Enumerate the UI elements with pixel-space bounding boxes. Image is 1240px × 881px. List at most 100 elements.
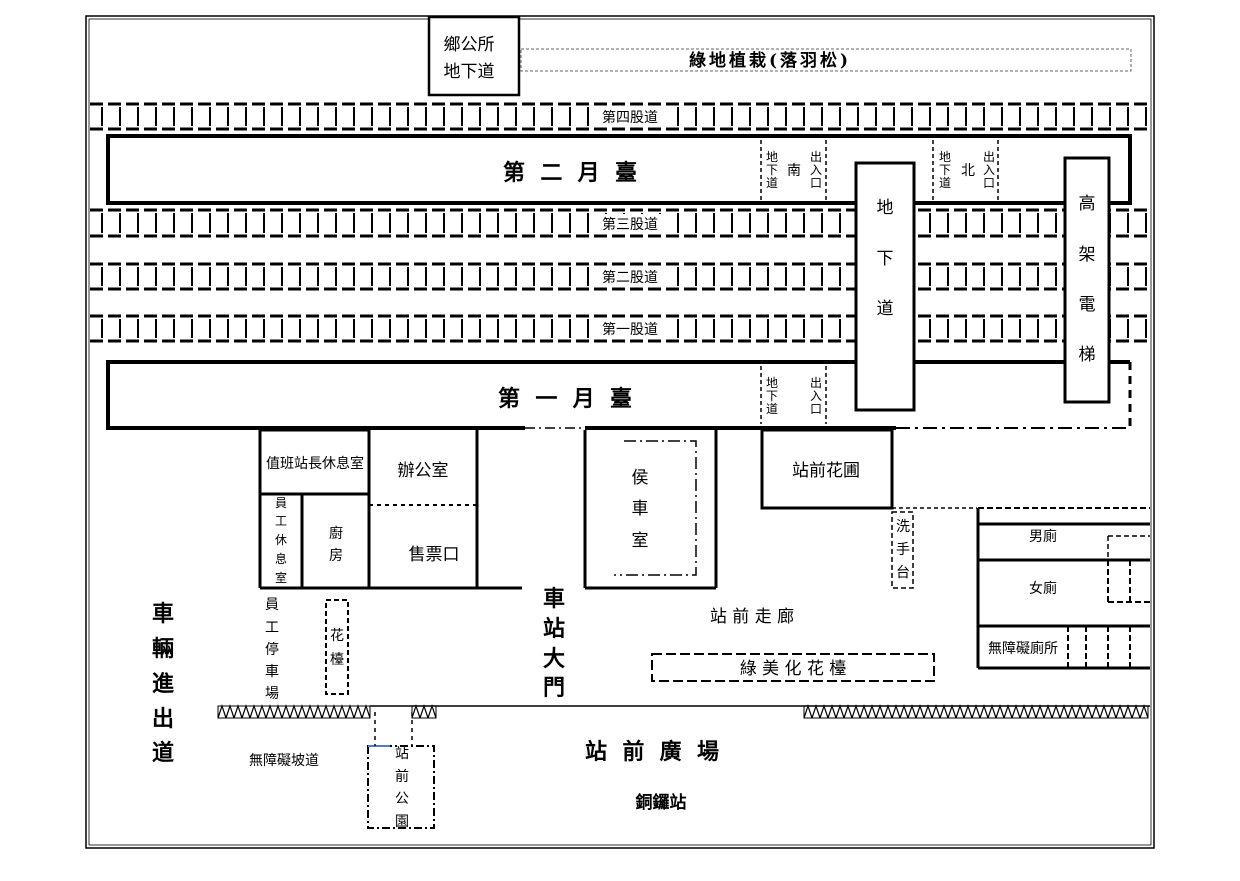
staff-parking-5: 場 [265, 686, 279, 702]
platform-1-label: 第 一 月 臺 [498, 386, 632, 412]
accessible-toilet-label: 無障礙廁所 [988, 640, 1058, 657]
flower-bed [325, 599, 349, 695]
township-underpass-label-2: 地下道 [444, 62, 495, 82]
curb-left-hatch [329, 704, 339, 719]
curb-left-hatch [241, 704, 251, 719]
wash-basin [891, 511, 914, 589]
green-bed [651, 653, 935, 682]
curb-left-hatch [345, 704, 355, 719]
front-corridor-label: 站 前 走 廊 [710, 607, 794, 627]
p1-underpass-3: 道 [766, 402, 778, 416]
track2-label-bg [590, 267, 670, 287]
curb-left-hatch [305, 704, 315, 719]
front-garden [760, 428, 894, 510]
track4-label-bg [590, 107, 670, 127]
curb-left-hatch [281, 704, 291, 719]
vehicle-lane-1: 車 [152, 601, 174, 627]
p1-exit-3: 口 [810, 402, 822, 416]
staff-parking-3: 停 [265, 641, 279, 658]
township-underpass-box [427, 15, 521, 97]
main-gate-1: 車 [543, 586, 565, 612]
front-park-label-2: 前 [395, 768, 409, 785]
staff-parking-2: 工 [265, 620, 279, 636]
track3-label: 第三股道 [602, 216, 658, 233]
curb-left-hatch [265, 704, 275, 719]
p2s-exit-3: 口 [810, 176, 822, 190]
p2s-underpass-2: 下 [766, 163, 778, 177]
inner-frame [88, 18, 1152, 846]
outer-frame [85, 15, 1155, 849]
p2s-exit-2: 入 [810, 163, 822, 177]
curb-left-hatch [297, 704, 307, 719]
track1-label-bg [590, 319, 670, 339]
p2n-exit-1: 出 [983, 150, 995, 164]
front-park-label-3: 公 [395, 791, 409, 807]
underpass [854, 161, 916, 412]
curb-left-hatch [225, 704, 235, 719]
staff-parking-1: 員 [265, 597, 279, 613]
platform-2-label: 第 二 月 臺 [503, 160, 637, 186]
vehicle-lane-3: 進 [152, 671, 174, 697]
underpass-label-1: 地 [877, 198, 894, 218]
staff-rest-label-5: 室 [275, 570, 287, 585]
main-gate-3: 大 [543, 646, 565, 672]
curb-left-hatch [361, 704, 371, 719]
p2n-exit-3: 口 [983, 176, 995, 190]
waiting-label-2: 車 [632, 499, 649, 519]
staff-rest-label-1: 員 [275, 496, 287, 510]
staff-rest-label-4: 息 [275, 551, 287, 566]
p2-south-label: 南 [787, 163, 801, 179]
track3-label-bg [590, 214, 670, 234]
township-underpass-label-1: 鄉公所 [444, 35, 495, 55]
curb-left-hatch [353, 704, 363, 719]
curb-left-hatch [321, 704, 331, 719]
p2n-underpass-2: 下 [939, 163, 951, 177]
greenbelt-label: 綠地植栽(落羽松) [689, 50, 851, 71]
station-name: 銅鑼站 [636, 792, 687, 813]
elevator-label-2: 架 [1079, 245, 1096, 265]
vehicle-lane-2: 輛 [152, 636, 174, 662]
curb-left-hatch [289, 704, 299, 719]
p2n-underpass-1: 地 [939, 150, 951, 164]
curb-left-hatch [273, 704, 283, 719]
p2s-exit-1: 出 [810, 150, 822, 164]
green-bed-label: 綠 美 化 花 檯 [740, 659, 847, 679]
main-gate-4: 門 [543, 675, 565, 701]
track4-label: 第四股道 [602, 109, 658, 126]
p1-exit-2: 入 [810, 389, 822, 403]
p2n-exit-2: 入 [983, 163, 995, 177]
womens-label: 女廁 [1029, 580, 1057, 597]
underpass-label-3: 道 [877, 299, 894, 319]
kitchen-label-1: 廚 [329, 525, 343, 542]
front-park-label-1: 站 [395, 746, 409, 762]
p2s-underpass-1: 地 [766, 150, 778, 164]
elevator-label-4: 梯 [1079, 345, 1096, 365]
flower-bed-label-2: 檯 [330, 652, 344, 668]
track1-label: 第一股道 [602, 321, 658, 338]
station-building [258, 428, 1150, 829]
p1-underpass-2: 下 [766, 389, 778, 403]
greenbelt-box [520, 48, 1132, 72]
curb-left-hatch [249, 704, 259, 719]
wash-basin-label-2: 手 [896, 542, 910, 558]
vehicle-lane-4: 出 [152, 706, 174, 732]
vehicle-lane-5: 道 [152, 740, 174, 766]
wash-basin-label-1: 洗 [896, 519, 910, 535]
elevator [1063, 156, 1111, 404]
p2s-underpass-3: 道 [766, 176, 778, 190]
underpass-label-2: 下 [877, 249, 894, 269]
curb-left-hatch [233, 704, 243, 719]
staff-rest-label-2: 工 [275, 514, 287, 528]
waiting-inner-seating [614, 440, 697, 576]
tracks-group [90, 102, 1148, 343]
ticket-label: 售票口 [409, 545, 460, 565]
wash-basin-label-3: 台 [896, 565, 910, 581]
flower-bed-label-1: 花 [330, 628, 344, 644]
front-park [367, 745, 435, 829]
p1-underpass-1: 地 [766, 376, 778, 390]
staff-parking-4: 車 [265, 663, 279, 680]
front-park-label-4: 園 [395, 814, 409, 830]
curb-left-hatch [313, 704, 323, 719]
